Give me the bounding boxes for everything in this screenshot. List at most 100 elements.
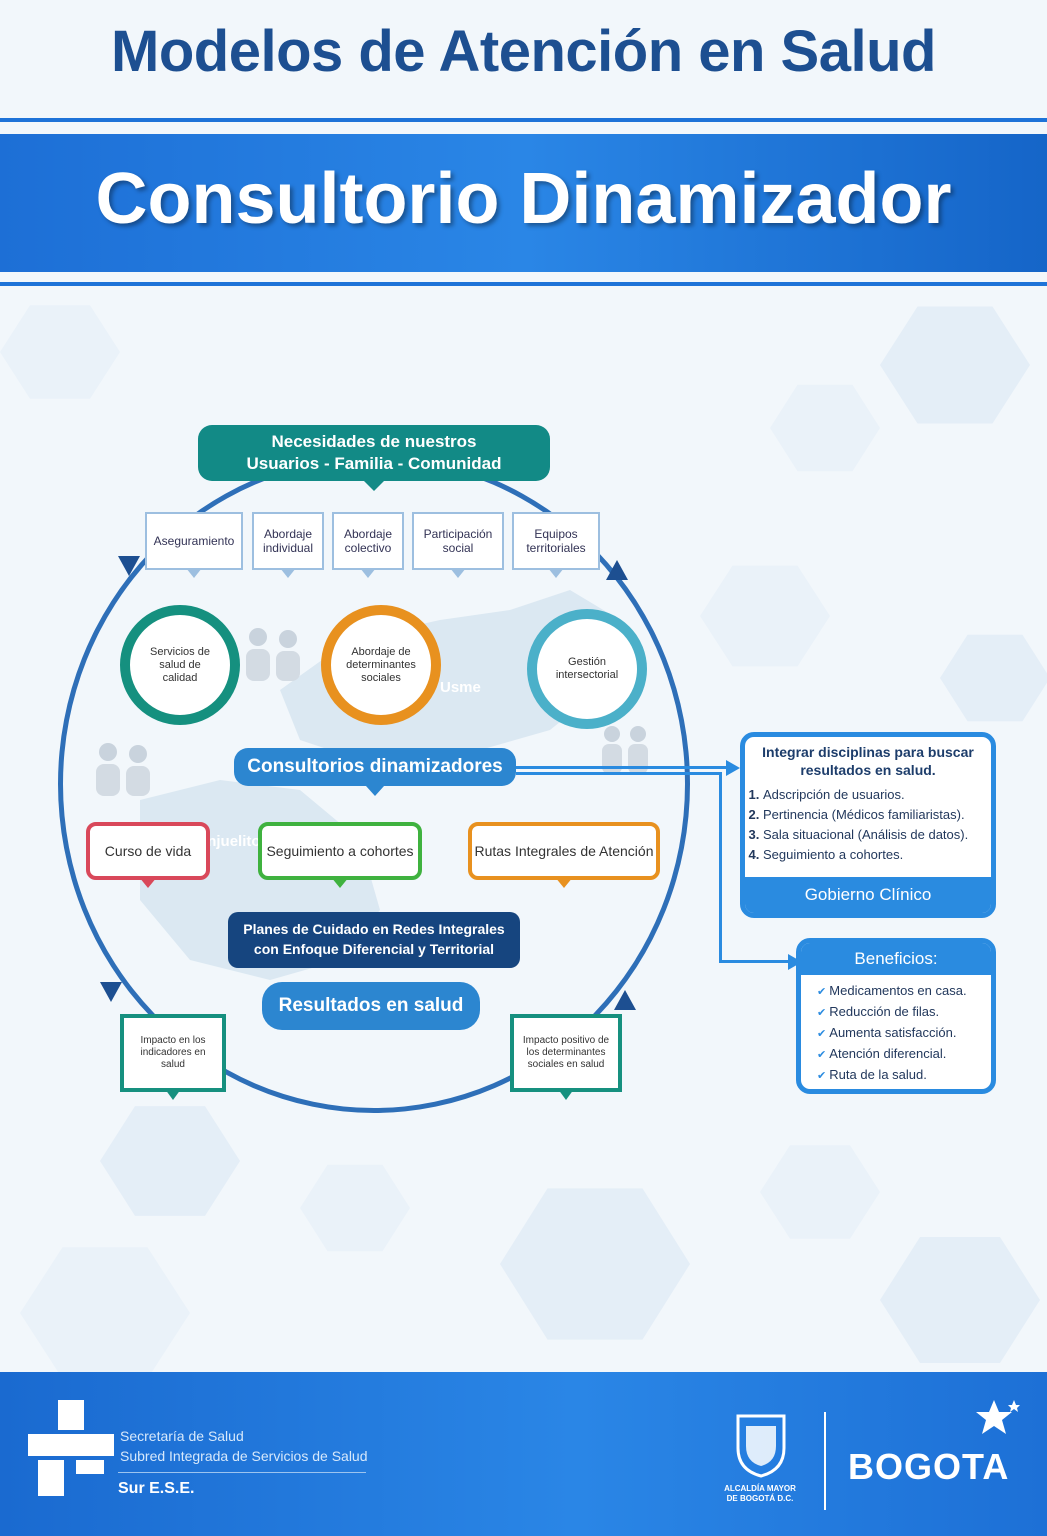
tab-label: Abordaje individual (262, 527, 314, 555)
results-label: Resultados en salud (278, 995, 464, 1016)
background-hexagon (760, 1145, 880, 1239)
hub-consultorios: Consultorios dinamizadores (234, 748, 516, 796)
background-hexagon (880, 1237, 1040, 1363)
plans-line-2: con Enfoque Diferencial y Territorial (253, 941, 495, 957)
ring-label: Gestión intersectorial (555, 656, 619, 681)
needs-line-1: Necesidades de nuestros (271, 432, 477, 451)
option-label: Curso de vida (104, 843, 192, 859)
clinical-governance-panel: Integrar disciplinas para buscar resulta… (740, 732, 996, 918)
footer-secretaria: Secretaría de Salud (120, 1428, 244, 1444)
option-label: Rutas Integrales de Atención (474, 843, 654, 859)
tab-label: Aseguramiento (153, 534, 235, 548)
plans-box: Planes de Cuidado en Redes Integrales co… (228, 912, 520, 968)
cycle-arrow (100, 982, 122, 1002)
ring-label: Abordaje de determinantes sociales (346, 645, 416, 684)
results-pill: Resultados en salud (262, 982, 480, 1030)
callout-pointer (366, 786, 384, 796)
connector-line (719, 772, 722, 962)
list-item: Sala situacional (Análisis de datos). (763, 825, 991, 845)
list-item: Seguimiento a cohortes. (763, 845, 991, 865)
benefits-list: Medicamentos en casa. Reducción de filas… (801, 981, 991, 1086)
tab-label: Equipos territoriales (526, 527, 586, 555)
list-item: Pertinencia (Médicos familiaristas). (763, 805, 991, 825)
cycle-arrow (614, 990, 636, 1010)
ring-label: Servicios de salud de calidad (150, 645, 210, 684)
people-illustration (602, 726, 648, 774)
callout-pointer (360, 568, 376, 578)
bogota-logo-text: BOGOTA (848, 1446, 1010, 1487)
option-rutas: Rutas Integrales de Atención (468, 822, 660, 888)
alcaldia-line-2: DE BOGOTÁ D.C. (726, 1494, 794, 1503)
divider (0, 118, 1047, 122)
callout-pointer (364, 481, 384, 491)
background-hexagon (700, 565, 830, 667)
title-banner (0, 134, 1047, 272)
map-shape (280, 590, 620, 770)
banner-title: Consultorio Dinamizador (95, 159, 952, 239)
background-hexagon (770, 384, 880, 472)
tab-aseguramiento: Aseguramiento (145, 512, 243, 578)
impact-indicators-box: Impacto en los indicadores en salud (120, 1014, 226, 1100)
list-item: Atención diferencial. (817, 1044, 991, 1065)
impact-label: Impacto en los indicadores en salud (140, 1035, 206, 1070)
tab-label: Abordaje colectivo (343, 527, 393, 555)
callout-pointer (280, 568, 296, 578)
callout-pointer (450, 568, 466, 578)
background-hexagon (100, 1106, 240, 1216)
background-hexagon (880, 306, 1030, 424)
footer-divider (118, 1472, 366, 1473)
tab-label: Participación social (423, 527, 493, 555)
tab-abordaje-colectivo: Abordaje colectivo (332, 512, 404, 578)
footer-ese: Sur E.S.E. (118, 1480, 195, 1497)
connector-line (516, 766, 726, 769)
callout-pointer (558, 1089, 574, 1100)
impact-determinants-box: Impacto positivo de los determinantes so… (510, 1014, 622, 1100)
panel-heading: Integrar disciplinas para buscar resulta… (762, 744, 974, 778)
callout-pointer (165, 1089, 181, 1100)
connector-line (516, 772, 722, 775)
people-illustration (96, 743, 150, 796)
page-title: Modelos de Atención en Salud (111, 19, 936, 84)
option-seguimiento: Seguimiento a cohortes (258, 822, 422, 888)
background-hexagon (20, 1247, 190, 1379)
list-item: Medicamentos en casa. (817, 981, 991, 1002)
panel-footer: Gobierno Clínico (745, 877, 991, 913)
plans-line-1: Planes de Cuidado en Redes Integrales (243, 921, 505, 937)
callout-pointer (139, 877, 157, 888)
callout-pointer (331, 877, 349, 888)
tab-equipos-territoriales: Equipos territoriales (512, 512, 600, 578)
needs-line-2: Usuarios - Familia - Comunidad (246, 454, 502, 473)
callout-pointer (548, 568, 564, 578)
benefits-panel: Beneficios: Medicamentos en casa. Reducc… (796, 938, 996, 1094)
people-illustration (246, 628, 300, 681)
coat-of-arms-icon (736, 1414, 786, 1478)
tab-abordaje-individual: Abordaje individual (252, 512, 324, 578)
list-item: Aumenta satisfacción. (817, 1023, 991, 1044)
divider (0, 282, 1047, 286)
list-item: Adscripción de usuarios. (763, 785, 991, 805)
ring-gestion: Gestión intersectorial (527, 609, 647, 729)
subred-logo-icon (28, 1400, 114, 1496)
list-item: Ruta de la salud. (817, 1065, 991, 1086)
footer-separator (824, 1412, 826, 1510)
tab-participacion-social: Participación social (412, 512, 504, 578)
connector-arrow (726, 760, 740, 776)
needs-header: Necesidades de nuestros Usuarios - Famil… (198, 425, 550, 491)
callout-pointer (186, 568, 202, 578)
ring-servicios: Servicios de salud de calidad (120, 605, 240, 725)
map-label-usme: Usme (440, 679, 481, 696)
background-hexagon (940, 634, 1047, 722)
option-label: Seguimiento a cohortes (266, 843, 414, 859)
footer-subred: Subred Integrada de Servicios de Salud (120, 1448, 368, 1464)
cycle-arrow (118, 556, 140, 576)
cycle-arrow (606, 560, 628, 580)
callout-pointer (555, 877, 573, 888)
ring-determinantes: Abordaje de determinantes sociales (321, 605, 441, 725)
hub-label: Consultorios dinamizadores (247, 756, 503, 777)
alcaldia-line-1: ALCALDÍA MAYOR (724, 1484, 796, 1493)
panel-list: Adscripción de usuarios. Pertinencia (Mé… (745, 785, 991, 865)
footer-bar (0, 1372, 1047, 1536)
impact-label: Impacto positivo de los determinantes so… (522, 1035, 610, 1070)
benefits-heading: Beneficios: (801, 943, 991, 975)
alcaldia-label: ALCALDÍA MAYOR DE BOGOTÁ D.C. (712, 1484, 808, 1504)
